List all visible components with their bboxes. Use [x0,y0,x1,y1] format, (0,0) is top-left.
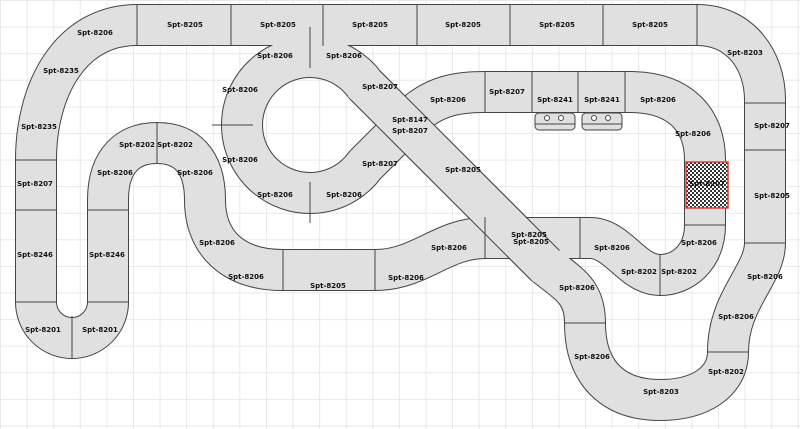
selected-piece[interactable] [685,161,729,209]
piece-label[interactable]: Spt-8235 [43,67,79,75]
piece-label[interactable]: Spt-8205 [511,231,547,239]
piece-label[interactable]: Spt-8206 [228,273,264,281]
piece-label[interactable]: Spt-8206 [747,273,783,281]
piece-label[interactable]: Spt-8205 [167,21,203,29]
piece-label[interactable]: Spt-8202 [119,141,155,149]
piece-label[interactable]: Spt-8206 [222,86,258,94]
piece-label[interactable]: Spt-8205 [632,21,668,29]
piece-label[interactable]: Spt-8147 [392,116,428,124]
piece-label[interactable]: Spt-8235 [21,123,57,131]
piece-label[interactable]: Spt-8205 [260,21,296,29]
piece-label[interactable]: Spt-8246 [17,251,53,259]
piece-label[interactable]: Spt-8205 [310,282,346,290]
piece-dividers [15,4,786,358]
piece-label[interactable]: Spt-8206 [430,96,466,104]
piece-label[interactable]: Spt-8205 [445,166,481,174]
piece-label[interactable]: Spt-8206 [718,313,754,321]
piece-label[interactable]: Spt-8206 [326,52,362,60]
piece-label[interactable]: Spt-8206 [675,130,711,138]
piece-label[interactable]: Spt-8202 [708,368,744,376]
piece-label[interactable]: Spt-8207 [754,122,790,130]
piece-label[interactable]: Spt-8206 [640,96,676,104]
piece-label[interactable]: Spt-8205 [445,21,481,29]
piece-label[interactable]: Spt-8206 [77,29,113,37]
rail-guards [534,112,623,131]
piece-label[interactable]: Spt-8241 [537,96,573,104]
piece-label[interactable]: Spt-8206 [222,156,258,164]
piece-label[interactable]: Spt-8206 [326,191,362,199]
piece-label[interactable]: Spt-8205 [513,238,549,246]
selected-piece-label[interactable]: Spt-8207 [689,180,725,188]
piece-label[interactable]: Spt-8202 [621,268,657,276]
piece-label[interactable]: Spt-8202 [661,268,697,276]
piece-label[interactable]: Spt-8206 [257,52,293,60]
piece-label[interactable]: Spt-8241 [584,96,620,104]
piece-label[interactable]: Spt-8205 [754,192,790,200]
piece-label[interactable]: Spt-8206 [257,191,293,199]
piece-label[interactable]: Spt-8206 [681,239,717,247]
piece-label[interactable]: Spt-8201 [82,326,118,334]
piece-label[interactable]: Spt-8203 [643,388,679,396]
piece-label[interactable]: Spt-8206 [594,244,630,252]
piece-label[interactable]: Spt-8201 [25,326,61,334]
piece-label[interactable]: Spt-8207 [362,83,398,91]
piece-label[interactable]: Spt-8206 [199,239,235,247]
piece-label[interactable]: Spt-8205 [539,21,575,29]
piece-label[interactable]: Spt-8207 [362,160,398,168]
piece-label[interactable]: Spt-8246 [89,251,125,259]
piece-label[interactable]: Spt-8202 [157,141,193,149]
piece-label[interactable]: Spt-8206 [388,274,424,282]
piece-label[interactable]: Spt-8206 [574,353,610,361]
piece-label[interactable]: Spt-8207 [489,88,525,96]
piece-label[interactable]: Spt-8206 [431,244,467,252]
piece-label[interactable]: Spt-8207 [392,127,428,135]
piece-label[interactable]: Spt-8206 [177,169,213,177]
track-loop [15,4,786,421]
piece-label[interactable]: Spt-8206 [559,284,595,292]
piece-label[interactable]: Spt-8203 [727,49,763,57]
piece-label[interactable]: Spt-8206 [97,169,133,177]
piece-label[interactable]: Spt-8205 [352,21,388,29]
piece-label[interactable]: Spt-8207 [17,180,53,188]
